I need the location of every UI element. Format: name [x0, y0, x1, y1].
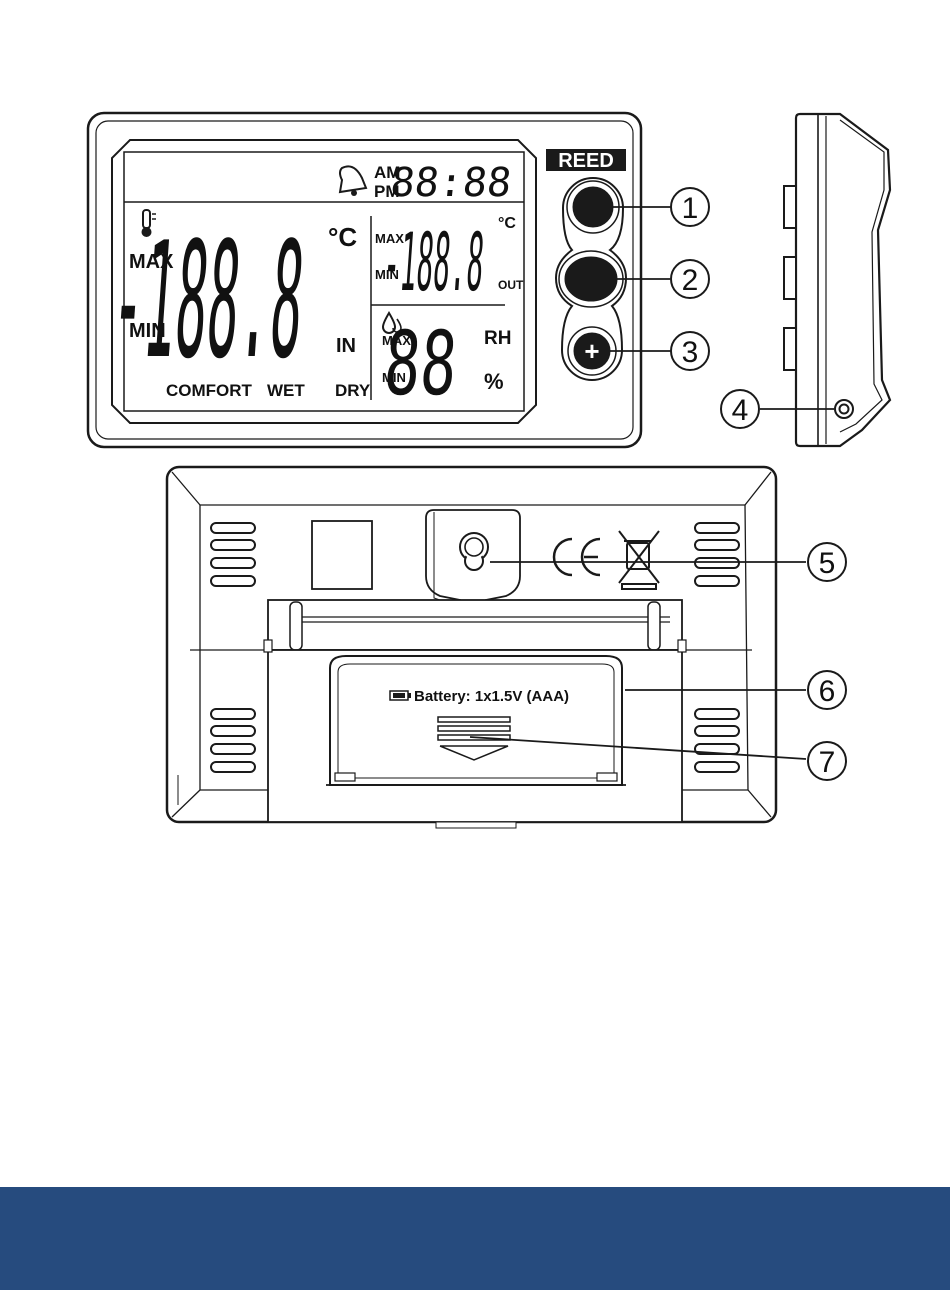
- button-1[interactable]: [571, 185, 615, 229]
- dry-label: DRY: [335, 381, 371, 400]
- side-button-2: [784, 257, 796, 299]
- callout-3: 3: [682, 336, 699, 369]
- indoor-temp-unit: °C: [328, 222, 357, 252]
- callout-7: 7: [819, 746, 836, 779]
- humidity-rh-label: RH: [484, 328, 511, 349]
- humidity-percent: %: [484, 369, 504, 394]
- callout-2: 2: [682, 264, 699, 297]
- indoor-temperature: -188.8: [106, 207, 309, 394]
- front-view: AM PM 88:88 MAX MIN -188.8 °C IN COMFORT…: [88, 113, 641, 447]
- side-housing: [796, 114, 890, 446]
- back-view: Battery: 1x1.5V (AAA): [167, 467, 776, 828]
- wet-label: WET: [267, 381, 305, 400]
- button-2[interactable]: [563, 255, 619, 303]
- side-view: [784, 114, 890, 446]
- callout-5: 5: [819, 547, 836, 580]
- outdoor-suffix: OUT: [498, 278, 524, 292]
- callout-4: 4: [732, 394, 749, 427]
- indoor-suffix: IN: [336, 335, 356, 357]
- side-button-1: [784, 186, 796, 228]
- battery-cover[interactable]: [330, 656, 622, 785]
- probe-jack-inner: [840, 405, 849, 414]
- lcd-clock: 88:88: [388, 160, 513, 206]
- battery-icon: [390, 691, 411, 700]
- label-area: [312, 521, 372, 589]
- callout-1: 1: [682, 192, 699, 225]
- plus-icon: +: [584, 336, 599, 366]
- footer-band: [0, 1187, 950, 1290]
- stand-rail: [268, 600, 682, 650]
- comfort-label: COMFORT: [166, 381, 253, 400]
- humidity-value: 88: [381, 312, 460, 415]
- outdoor-temperature: -188.8: [380, 216, 486, 309]
- side-button-3: [784, 328, 796, 370]
- callout-6: 6: [819, 675, 836, 708]
- brand-logo: REED: [558, 150, 614, 172]
- battery-label: Battery: 1x1.5V (AAA): [414, 688, 569, 705]
- outdoor-temp-unit: °C: [498, 215, 516, 232]
